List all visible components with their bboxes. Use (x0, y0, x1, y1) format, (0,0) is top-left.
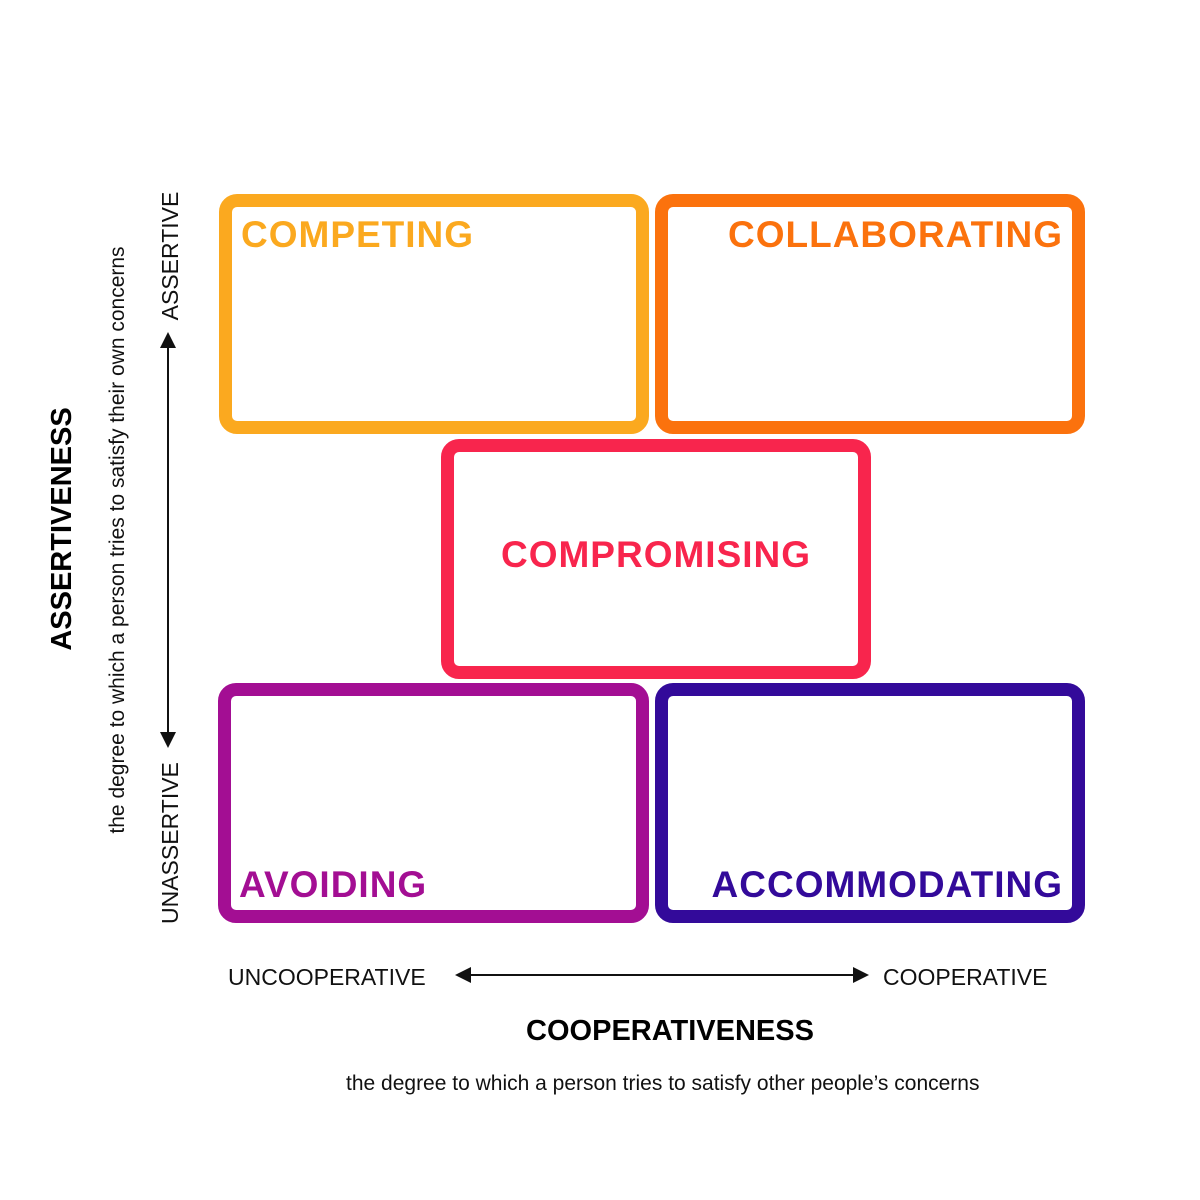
cooperative-label: COOPERATIVE (883, 964, 1048, 990)
compromising-label: COMPROMISING (500, 534, 812, 575)
uncooperative-label: UNCOOPERATIVE (228, 964, 426, 990)
avoiding-box (218, 683, 649, 923)
collaborating-label: COLLABORATING (728, 214, 1063, 255)
accommodating-label: ACCOMMODATING (711, 864, 1063, 905)
competing-label: COMPETING (241, 214, 475, 255)
unassertive-label: UNASSERTIVE (157, 762, 183, 924)
compromising-box (441, 439, 871, 679)
assertiveness-title: ASSERTIVENESS (46, 407, 78, 651)
accommodating-box (655, 683, 1085, 923)
cooperativeness-description: the degree to which a person tries to sa… (346, 1072, 980, 1095)
assertiveness-description: the degree to which a person tries to sa… (106, 246, 129, 834)
cooperativeness-title: COOPERATIVENESS (526, 1015, 814, 1047)
assertive-label: ASSERTIVE (157, 191, 183, 321)
vertical-double-arrow-icon (160, 332, 176, 748)
horizontal-double-arrow-icon (455, 967, 869, 983)
collaborating-box (655, 194, 1085, 434)
competing-box (219, 194, 649, 434)
avoiding-label: AVOIDING (239, 864, 428, 905)
